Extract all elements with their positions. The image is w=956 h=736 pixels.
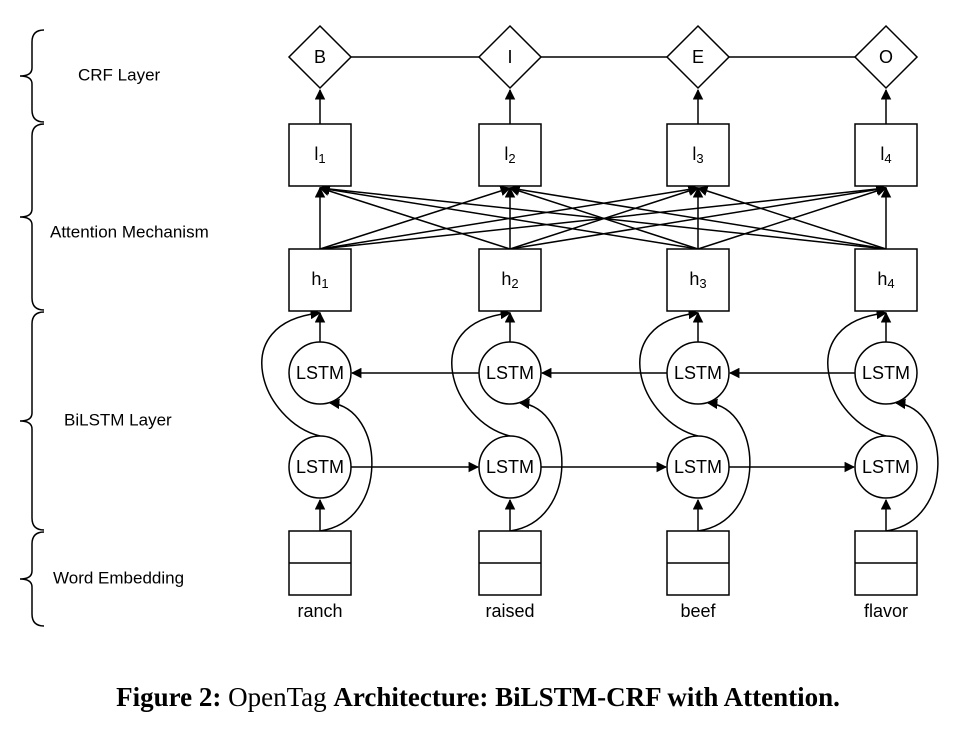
layer-label-bilstm: BiLSTM Layer xyxy=(64,410,172,429)
lstm-label: LSTM xyxy=(486,457,534,477)
attention-node xyxy=(854,123,918,187)
caption-title: Architecture: BiLSTM-CRF with Attention. xyxy=(333,682,840,712)
word-label: beef xyxy=(680,601,716,621)
crf-tag-node xyxy=(853,24,919,90)
backward-lstm-node xyxy=(854,341,918,405)
figure-caption: Figure 2: OpenTag Architecture: BiLSTM-C… xyxy=(0,682,956,713)
hidden-label: h4 xyxy=(877,269,894,292)
attention-node xyxy=(478,123,542,187)
forward-to-hidden-curve xyxy=(261,308,322,437)
attention-label: l1 xyxy=(314,144,325,167)
forward-lstm-node xyxy=(478,435,542,499)
embedding-to-backward-curve xyxy=(885,398,939,532)
attention-label: l3 xyxy=(692,144,703,167)
hidden-node xyxy=(854,248,918,312)
lstm-label: LSTM xyxy=(486,363,534,383)
forward-lstm-node xyxy=(666,435,730,499)
brace-bilstm xyxy=(19,311,45,531)
diagram-edges xyxy=(261,56,939,532)
hidden-node xyxy=(666,248,730,312)
layer-label-crf: CRF Layer xyxy=(78,65,161,84)
embedding-to-backward-curve xyxy=(697,398,751,532)
crf-tag-label: B xyxy=(314,47,326,67)
brace-embedding xyxy=(19,531,45,627)
crf-tag-node xyxy=(477,24,543,90)
hidden-label: h3 xyxy=(689,269,706,292)
attention-edge xyxy=(508,184,887,250)
hidden-node xyxy=(478,248,542,312)
word-label: ranch xyxy=(297,601,342,621)
embedding-to-backward-curve xyxy=(509,398,563,532)
crf-tag-label: O xyxy=(879,47,893,67)
lstm-label: LSTM xyxy=(674,363,722,383)
attention-edge xyxy=(697,185,887,250)
attention-edge xyxy=(318,183,887,250)
forward-lstm-node xyxy=(854,435,918,499)
lstm-label: LSTM xyxy=(674,457,722,477)
lstm-label: LSTM xyxy=(862,363,910,383)
backward-lstm-node xyxy=(666,341,730,405)
forward-lstm-node xyxy=(288,435,352,499)
layer-label-attention: Attention Mechanism xyxy=(50,222,209,241)
layer-label-embedding: Word Embedding xyxy=(53,568,184,587)
caption-model-name: OpenTag xyxy=(228,682,327,712)
hidden-node xyxy=(288,248,352,312)
backward-lstm-node xyxy=(288,341,352,405)
backward-lstm-node xyxy=(478,341,542,405)
attention-edge xyxy=(319,185,511,250)
brace-crf xyxy=(19,29,45,123)
word-label: raised xyxy=(485,601,534,621)
caption-prefix: Figure 2: xyxy=(116,682,222,712)
embedding-to-backward-curve xyxy=(319,398,373,532)
crf-tag-label: I xyxy=(507,47,512,67)
crf-tag-label: E xyxy=(692,47,704,67)
layer-braces xyxy=(19,29,45,627)
lstm-label: LSTM xyxy=(296,457,344,477)
word-label: flavor xyxy=(864,601,908,621)
crf-tag-node xyxy=(665,24,731,90)
lstm-label: LSTM xyxy=(296,363,344,383)
hidden-label: h1 xyxy=(311,269,328,292)
hidden-label: h2 xyxy=(501,269,518,292)
lstm-label: LSTM xyxy=(862,457,910,477)
attention-edge xyxy=(318,184,699,250)
attention-node xyxy=(288,123,352,187)
attention-label: l4 xyxy=(880,144,891,167)
brace-attention xyxy=(19,123,45,311)
crf-tag-node xyxy=(287,24,353,90)
attention-label: l2 xyxy=(504,144,515,167)
attention-node xyxy=(666,123,730,187)
